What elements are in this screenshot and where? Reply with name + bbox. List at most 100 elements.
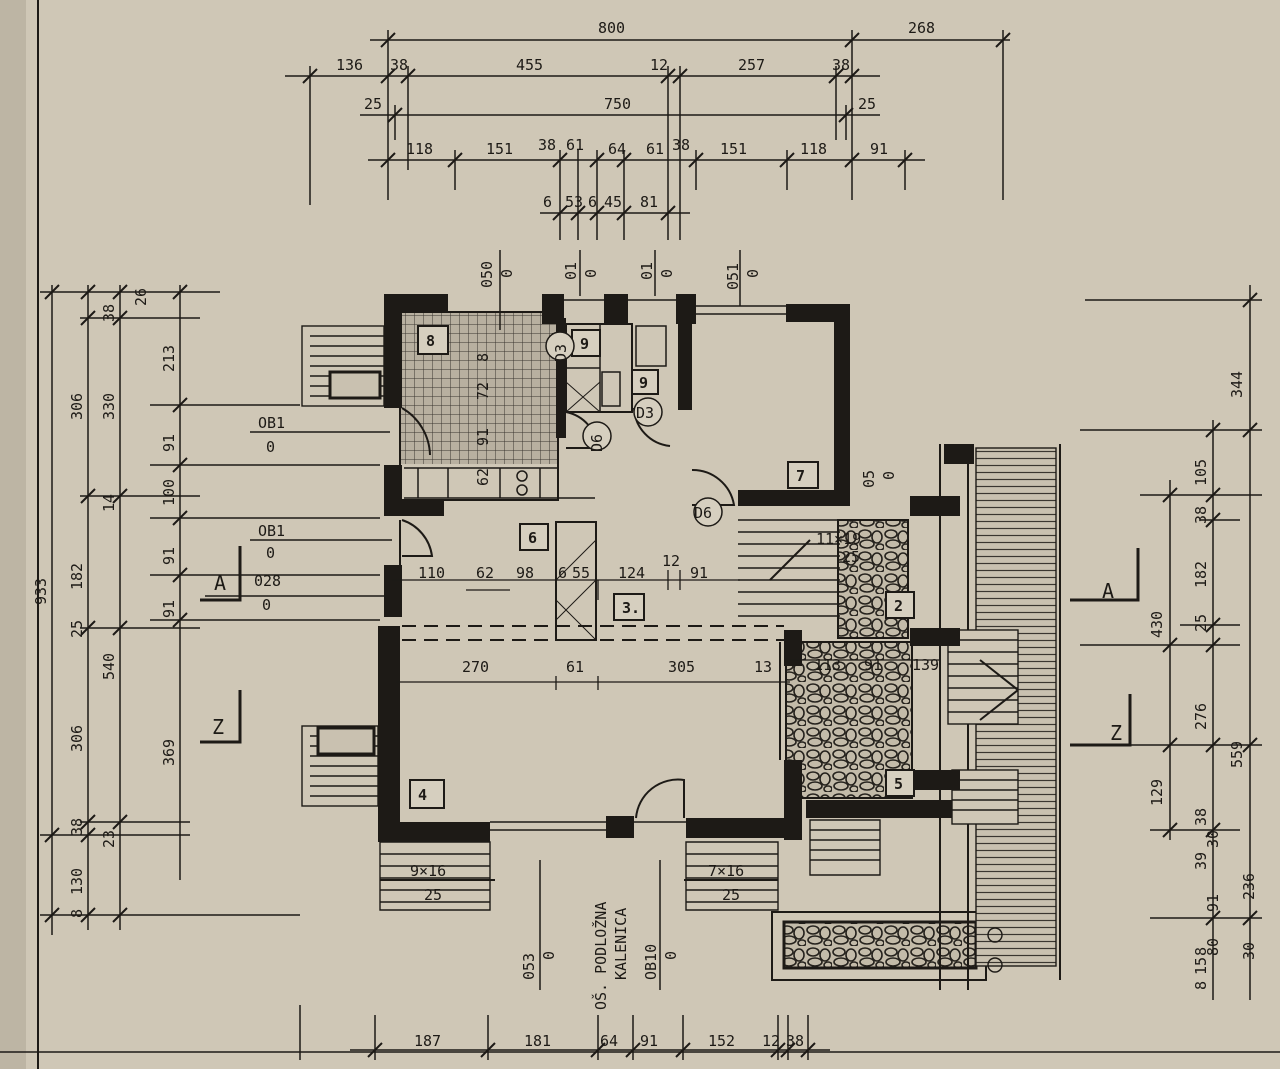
dim-int-ter-c: 139: [912, 656, 939, 674]
dim-top-row2-d: 12: [650, 56, 668, 74]
dim-int-low-c: 305: [668, 658, 695, 676]
window-01a-top: 01: [562, 262, 580, 280]
dim-right-c2-n: 236: [1240, 873, 1258, 900]
dim-int-up-d: 6: [558, 564, 567, 582]
dim-top-row2-f: 38: [832, 56, 850, 74]
note-line-1: OŠ. PODLOŽNA: [591, 902, 610, 1010]
dim-right-small-c: 8: [1192, 947, 1210, 956]
window-ob1a-top: OB1: [258, 414, 285, 432]
window-ob1b-bottom: 0: [266, 544, 275, 562]
dim-left-c3-d: 100: [160, 479, 178, 506]
top-dimension-lines: [285, 30, 1010, 240]
section-z-left: Z: [212, 715, 224, 739]
dim-top-row4-e: 64: [608, 140, 626, 158]
dim-left-c2-d: 540: [100, 653, 118, 680]
dim-top-row5-a: 6: [543, 193, 552, 211]
interior-dimension-values: 110 62 98 6 55 124 12 91 270 61 305 13 1…: [418, 353, 939, 676]
note-line-2: KALENICA: [612, 908, 630, 980]
dim-right-c2-f: 276: [1192, 703, 1210, 730]
room-4: 5: [894, 775, 903, 793]
room-tags: 8 9 9 7 6 3. 2 4 5: [409, 325, 915, 809]
dim-right-c2-g: 129: [1148, 779, 1166, 806]
dim-top-row2-c: 455: [516, 56, 543, 74]
dim-int-low-b: 61: [566, 658, 584, 676]
dim-int-low-a: 270: [462, 658, 489, 676]
dim-bottom-a: 187: [414, 1032, 441, 1050]
dim-top-row4-d: 61: [566, 136, 584, 154]
room-2: 3.: [622, 599, 640, 617]
dim-top-row4-f: 61: [646, 140, 664, 158]
window-050-top: 050: [478, 261, 496, 288]
dim-int-kit-d: 62: [474, 468, 492, 486]
dim-left-c2-c: 14: [100, 494, 118, 512]
stone-planter-bottom: [782, 920, 978, 970]
dim-top-row4-i: 118: [800, 140, 827, 158]
door-tags: [545, 331, 723, 527]
dim-int-ter-a: 113: [814, 656, 841, 674]
dim-bottom-d: 91: [640, 1032, 658, 1050]
window-053-bottom: 0: [540, 951, 558, 960]
window-ob10-bottom: 0: [662, 951, 680, 960]
dim-top-row5-d: 45: [604, 193, 622, 211]
window-ob1b-top: OB1: [258, 522, 285, 540]
dim-left-c1-a: 306: [68, 393, 86, 420]
room-6: 7: [796, 467, 805, 485]
dim-left-c1-d: 306: [68, 725, 86, 752]
window-ob1a-bottom: 0: [266, 438, 275, 456]
dim-left-outer: 933: [32, 578, 50, 605]
dim-int-kit-c: 91: [474, 428, 492, 446]
room-3: 4: [418, 786, 427, 804]
dim-bottom-e: 152: [708, 1032, 735, 1050]
window-05-bottom: 0: [880, 471, 898, 480]
window-051-top: 051: [724, 263, 742, 290]
stair-labels: 11×19 25 9×16 25 7×16 25: [410, 530, 861, 904]
room-1: 2: [894, 597, 903, 615]
bottom-dimension-lines: [299, 1005, 830, 1060]
section-marker-labels: A A Z Z: [212, 571, 1122, 745]
dim-right-c2-l: 80: [1204, 938, 1222, 956]
dim-top-row2-b: 38: [390, 56, 408, 74]
dim-int-up-c: 98: [516, 564, 534, 582]
dim-right-c2-j: 39: [1192, 852, 1210, 870]
stair-3-tread: 25: [722, 886, 740, 904]
left-exterior-steps: [301, 325, 385, 807]
dim-int-up-b: 62: [476, 564, 494, 582]
right-dimension-ticks: [1162, 292, 1258, 926]
interior-dimension-lines: [392, 570, 940, 690]
dim-right-c2-m: 30: [1240, 942, 1258, 960]
bottom-dimension-ticks: [367, 1042, 816, 1058]
door-tag-4: D6: [694, 504, 712, 522]
dim-left-c1-e: 38: [68, 818, 86, 836]
dim-top-row4-g: 38: [672, 136, 690, 154]
dim-bottom-b: 181: [524, 1032, 551, 1050]
dim-left-c1-c: 25: [68, 620, 86, 638]
window-050-bottom: 0: [498, 269, 516, 278]
dim-left-c3-c: 91: [160, 434, 178, 452]
right-exterior-stair: [939, 444, 1061, 990]
dim-top-row5-e: 81: [640, 193, 658, 211]
stair-1-count: 11×19: [816, 530, 861, 548]
window-01a-bottom: 0: [582, 269, 600, 278]
dim-left-c1-b: 182: [68, 563, 86, 590]
dim-top-row2-e: 257: [738, 56, 765, 74]
dim-right-c2-a: 105: [1192, 459, 1210, 486]
door-tag-2: D3: [636, 404, 654, 422]
window-01b-bottom: 0: [658, 269, 676, 278]
stair-3-count: 7×16: [708, 862, 744, 880]
dim-right-outer-a: 344: [1228, 371, 1246, 398]
dim-top-row3-b: 750: [604, 95, 631, 113]
room-9: 9: [639, 374, 648, 392]
dim-right-c2-e: 25: [1192, 614, 1210, 632]
window-leader-lines: [205, 250, 741, 990]
dim-int-up-f: 124: [618, 564, 645, 582]
dim-left-c3-f: 91: [160, 600, 178, 618]
left-dimension-values: 933 306 182 25 306 38 130 8 38 330 14 54…: [32, 288, 178, 918]
dim-right-c2-b: 38: [1192, 506, 1210, 524]
dim-right-c2-c: 430: [1148, 611, 1166, 638]
dim-int-ter-b: 91: [864, 656, 882, 674]
dim-top-row3-c: 25: [858, 95, 876, 113]
dim-left-c3-a: 26: [132, 288, 150, 306]
dim-top-row4-c: 38: [538, 136, 556, 154]
dim-int-low-d: 13: [754, 658, 772, 676]
section-markers: [200, 546, 1140, 747]
